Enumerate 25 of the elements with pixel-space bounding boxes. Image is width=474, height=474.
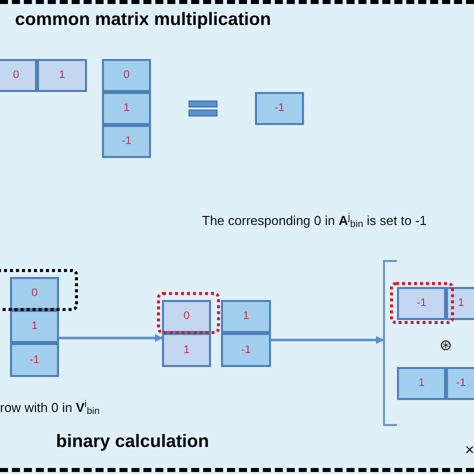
matrix-cell: -1 [397, 287, 446, 320]
matrix-cell: -1 [255, 92, 304, 125]
matrix-cell: 1 [397, 367, 446, 400]
matrix-cell: -1 [10, 343, 59, 377]
matrix-cell: -1 [102, 125, 151, 158]
caption-text: common matrix multiplication [15, 8, 272, 30]
matrix-cell: 0 [0, 59, 37, 92]
bracket [383, 260, 397, 426]
matrix-cell: -1 [446, 367, 474, 400]
operator-symbol: × [465, 441, 474, 461]
arrow [271, 336, 384, 344]
matrix-cell: 1 [446, 287, 474, 320]
operator-symbol: ⊛ [438, 337, 454, 356]
matrix-cell: 0 [10, 277, 59, 310]
matrix-cell: 0 [162, 300, 211, 333]
matrix-cell: 1 [221, 300, 271, 333]
matrix-cell: 1 [10, 310, 59, 343]
matrix-cell: 0 [102, 59, 151, 92]
matrix-cell: 1 [102, 92, 151, 125]
matrix-cell: 1 [37, 59, 87, 92]
arrow [59, 334, 163, 342]
matrix-cell: 1 [162, 333, 211, 367]
caption-text: binary calculation [56, 430, 210, 452]
caption-text: The corresponding 0 in A$^{j}$$_{bin}$ is set to -1 [202, 213, 428, 230]
matrix-cell: -1 [221, 333, 271, 367]
